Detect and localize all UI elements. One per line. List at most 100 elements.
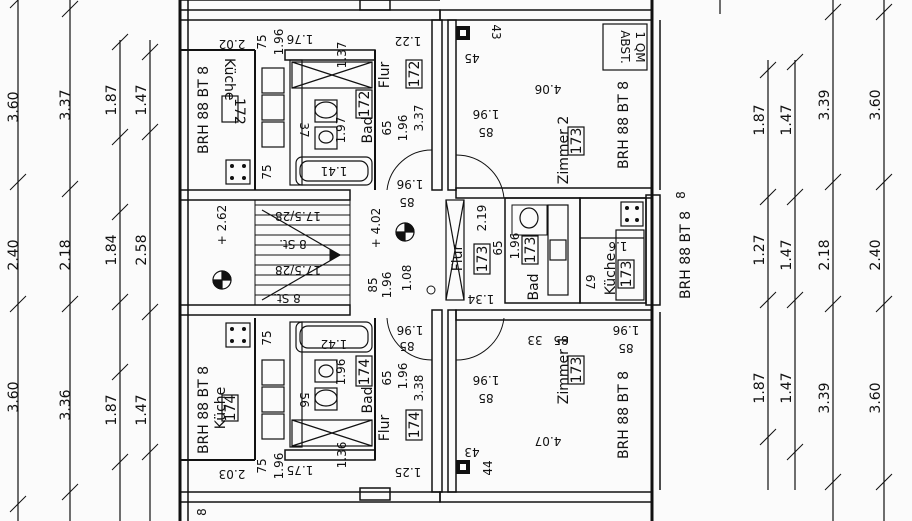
m-1-25: 1.25 <box>395 465 422 479</box>
m-4-07: 4.07 <box>535 434 562 448</box>
qm-label: 1 QM <box>633 31 647 62</box>
room-173-b: 173 <box>475 246 491 273</box>
right-stove <box>625 206 639 222</box>
abst-box: ABST. 1 QM <box>602 23 648 71</box>
room-172-b: 172 <box>357 91 373 118</box>
m-1-96-g: 1.96 <box>334 359 348 386</box>
room-173-d: 173 <box>619 261 635 288</box>
m-85-g: 85 <box>478 391 493 405</box>
bad-mid-label: Bad <box>526 273 542 300</box>
kitchen-mid-label: Küche <box>603 253 619 296</box>
room-173-a: 173 <box>569 128 585 155</box>
m-1-22: 1.22 <box>395 34 422 48</box>
edge-fragment-8: 8 <box>195 508 209 516</box>
dim-right-inner-a-top: 1.87 <box>752 104 768 135</box>
staircase <box>254 199 351 306</box>
level-markers <box>212 222 415 290</box>
brh-kitchen-mid: BRH 88 BT 8 <box>678 211 694 299</box>
kitchen-top-label: Küche <box>221 58 237 101</box>
room-174-a: 174 <box>223 395 239 422</box>
room-172-a: 172 <box>231 98 247 125</box>
m-3-37: 3.37 <box>412 105 426 132</box>
dim-left-inner-a-bottom: 1.87 <box>104 394 120 425</box>
dim-left-mid-bottom: 3.36 <box>58 389 74 420</box>
m-85-d: 85 <box>399 339 414 353</box>
m-1-96-l: 1.96 <box>473 373 500 387</box>
room-174-c: 174 <box>407 412 423 439</box>
m-75-a: 75 <box>255 34 269 49</box>
m-37: 37 <box>297 122 311 137</box>
m-85-a: 85 <box>399 195 414 209</box>
m-1-42: 1.42 <box>321 337 348 351</box>
dim-right-inner-a-bottom: 1.87 <box>752 372 768 403</box>
dim-left-inner-b-bottom: 1.47 <box>134 394 150 425</box>
m-2-19: 2.19 <box>475 205 489 232</box>
room-number-boxes <box>221 59 635 441</box>
dim-left-outer-bottom: 3.60 <box>6 381 22 412</box>
m-67: 67 <box>583 274 597 289</box>
left-dimension-labels: 3.60 2.40 3.60 3.37 2.18 3.36 1.87 1.84 … <box>6 84 150 425</box>
m-43-a: 43 <box>489 24 503 39</box>
dim-left-inner-a-mid: 1.84 <box>104 234 120 265</box>
m-2-03: 2.03 <box>219 467 246 481</box>
door-swings <box>386 149 505 361</box>
zimmer-1-label: Zimmer 1 <box>556 336 572 404</box>
kitchen-stove-bottom <box>230 327 246 343</box>
dim-right-inner-b-mid: 1.47 <box>779 239 795 270</box>
brh-kitchen-top: BRH 88 BT 8 <box>196 66 212 154</box>
dim-right-mid-bottom: 3.39 <box>817 382 833 413</box>
m-8-st-a: 8 St. <box>279 237 307 251</box>
edge-fragments: 8 8 <box>195 191 688 516</box>
dim-right-inner-a-mid: 1.27 <box>752 234 768 265</box>
m-1-96-d: 1.96 <box>473 107 500 121</box>
dim-right-outer-bottom: 3.60 <box>868 382 884 413</box>
right-fixtures <box>445 199 645 301</box>
edge-fragment-8-top: 8 <box>674 191 688 199</box>
bathroom-fixtures-top <box>225 59 373 186</box>
room-172-c: 172 <box>407 61 423 88</box>
m-17-5-28-b: 17.5/28 <box>275 263 321 277</box>
dim-right-inner-b-top: 1.47 <box>779 104 795 135</box>
left-dimension-lines <box>9 0 159 521</box>
m-17-5-28-a: 17.5/28 <box>275 209 321 223</box>
bad-bottom-label: Bad <box>360 386 376 413</box>
bathroom-fixtures-bottom <box>225 321 373 448</box>
brh-kitchen-bottom: BRH 88 BT 8 <box>196 366 212 454</box>
dim-right-outer-top: 3.60 <box>868 89 884 120</box>
m-1-36: 1.36 <box>335 442 349 469</box>
m-75-d: 75 <box>255 458 269 473</box>
kitchen-stove-top <box>230 164 246 180</box>
shaft-markers <box>456 26 470 474</box>
room-labels: BRH 88 BT 8 Küche 172 Bad 172 Flur 172 Z… <box>196 58 694 459</box>
m-1-08: 1.08 <box>400 265 414 292</box>
m-65-c: 65 <box>380 370 394 385</box>
m-1-41: 1.41 <box>321 164 348 178</box>
m-4-06: 4.06 <box>535 82 562 96</box>
flur-top-label: Flur <box>377 61 393 88</box>
dim-left-inner-b-mid: 2.58 <box>134 234 150 265</box>
zimmer-2-label: Zimmer 2 <box>556 116 572 184</box>
right-dimension-labels: 1.87 1.27 1.87 1.47 1.47 1.47 3.39 2.18 … <box>752 89 884 413</box>
abst-label: ABST. <box>618 30 632 64</box>
brh-zimmer-1: BRH 88 BT 8 <box>616 371 632 459</box>
room-173-e: 173 <box>569 357 585 384</box>
kitchen-bottom-label: Küche <box>213 387 229 430</box>
m-65-a: 65 <box>380 120 394 135</box>
dim-right-mid-top: 3.39 <box>817 89 833 120</box>
dim-right-inner-b-bottom: 1.47 <box>779 372 795 403</box>
m-1-96-h: 1.96 <box>396 363 410 390</box>
m-1-96-a: 1.96 <box>272 29 286 56</box>
m-1-75: 1.75 <box>287 463 314 477</box>
room-174-b: 174 <box>357 359 373 386</box>
m-1-6: 1.6 <box>608 239 627 253</box>
m-1-97: 1.97 <box>334 117 348 144</box>
m-1-96-f: 1.96 <box>508 233 522 260</box>
dim-left-mid-top: 3.37 <box>58 89 74 120</box>
m-1-96-j: 1.96 <box>272 453 286 480</box>
dim-left-outer-mid: 2.40 <box>6 239 22 270</box>
m-85-f: 85 <box>618 341 633 355</box>
m-85-b: 85 <box>478 125 493 139</box>
m-56: 56 <box>297 392 311 407</box>
m-33: 33 <box>527 333 542 347</box>
